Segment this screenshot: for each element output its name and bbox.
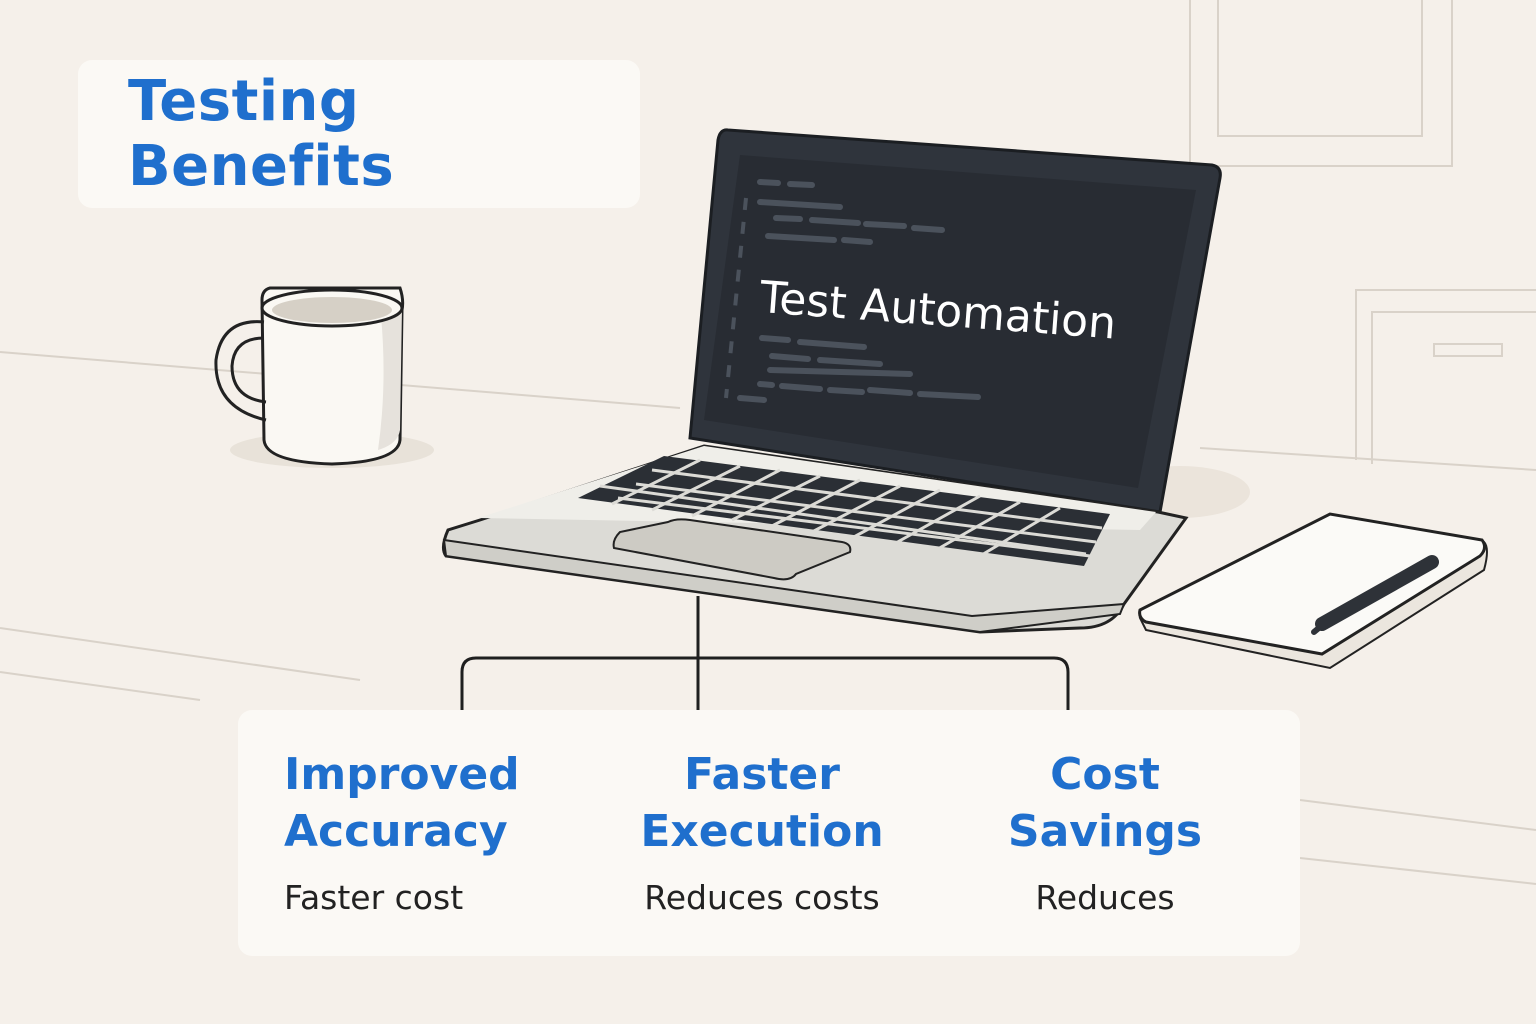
benefit-description: Faster cost — [284, 878, 464, 917]
benefits-card: Improved Accuracy Faster cost Faster Exe… — [238, 710, 1300, 956]
connector-lines — [460, 596, 1070, 712]
benefit-improved-accuracy: Improved Accuracy Faster cost — [284, 746, 584, 917]
benefit-title-line1: Faster — [684, 749, 840, 800]
benefit-description: Reduces — [1035, 878, 1175, 917]
benefit-cost-savings: Cost Savings Reduces — [980, 746, 1230, 917]
pen-icon — [1311, 555, 1439, 635]
benefit-title-line2: Accuracy — [284, 806, 508, 857]
benefit-title-line2: Execution — [640, 806, 884, 857]
benefit-faster-execution: Faster Execution Reduces costs — [600, 746, 924, 917]
background-lines — [0, 0, 1536, 885]
notebook-icon — [1138, 512, 1488, 670]
benefit-title-line2: Savings — [1007, 806, 1203, 857]
laptop-icon — [441, 128, 1250, 634]
page-title: Testing Benefits — [128, 69, 395, 199]
benefit-title-line1: Cost — [1050, 749, 1160, 800]
coffee-mug-icon — [214, 286, 434, 468]
benefit-description: Reduces costs — [644, 878, 880, 917]
title-card: Testing Benefits — [78, 60, 640, 208]
benefit-title-line1: Improved — [284, 749, 520, 800]
